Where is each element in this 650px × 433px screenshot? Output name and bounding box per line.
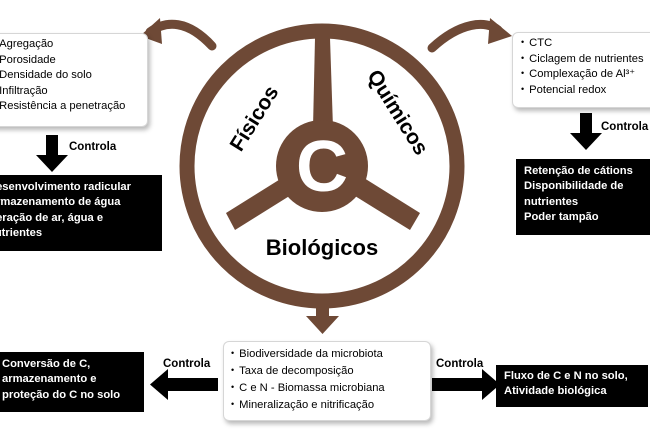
chemical-effect: Disponibilidade de bbox=[524, 180, 624, 193]
curve-arrow-right-head bbox=[488, 18, 512, 44]
biological-left-effect: proteção do C no solo bbox=[2, 388, 121, 401]
chemical-property: Potencial redox bbox=[521, 83, 650, 99]
chemical-effect: Poder tampão bbox=[524, 211, 599, 224]
sector-label-biologicos: Biológicos bbox=[266, 235, 378, 260]
center-letter: C bbox=[296, 127, 348, 207]
chemical-controls-label: Controla bbox=[601, 121, 649, 133]
biological-property: Biodiversidade da microbiota bbox=[231, 346, 430, 363]
chemical-property: CTC bbox=[521, 36, 650, 52]
physical-effect: Desenvolvimento radicular bbox=[0, 181, 132, 193]
sector-label-fisicos: Físicos bbox=[226, 82, 284, 156]
physical-controls-label: Controla bbox=[69, 141, 117, 153]
arrow-physical-down bbox=[36, 135, 68, 172]
chemical-effect: Retenção de cátions bbox=[524, 165, 633, 177]
physical-property: Porosidade bbox=[0, 53, 147, 69]
chemical-property: Ciclagem de nutrientes bbox=[521, 52, 650, 68]
biological-left-effects-box: Conversão de C, armazenamento e proteção… bbox=[0, 352, 144, 412]
biological-properties-box: Biodiversidade da microbiota Taxa de dec… bbox=[223, 341, 431, 421]
biological-property: Mineralização e nitrificação bbox=[231, 397, 430, 414]
chemical-property: Complexação de Al³⁺ bbox=[521, 67, 650, 83]
physical-property: Agregação bbox=[0, 37, 147, 53]
wheel-spokes bbox=[226, 38, 420, 230]
wheel-hub bbox=[276, 120, 368, 212]
arrow-chemical-down bbox=[570, 113, 602, 150]
physical-property: Densidade do solo bbox=[0, 68, 147, 84]
arrow-biological-left bbox=[150, 369, 218, 400]
arrow-biological-right bbox=[432, 369, 500, 400]
arrow-wheel-down bbox=[306, 303, 339, 334]
physical-property: Resistência a penetração bbox=[0, 99, 147, 115]
biological-left-effect: armazenamento e bbox=[2, 373, 97, 386]
biological-right-effect: Atividade biológica bbox=[504, 385, 607, 398]
chemical-properties-box: CTC Ciclagem de nutrientes Complexação d… bbox=[512, 32, 650, 108]
biological-right-effects-box: Fluxo de C e N no solo, Atividade biológ… bbox=[496, 365, 648, 407]
physical-effect: Armazenamento de água bbox=[0, 196, 121, 209]
biological-left-effect: Conversão de C, bbox=[2, 358, 91, 370]
biological-right-controls-label: Controla bbox=[436, 358, 484, 370]
chemical-effects-box: Retenção de cátions Disponibilidade de n… bbox=[516, 159, 650, 235]
physical-effects-box: Desenvolvimento radicular Armazenamento … bbox=[0, 175, 162, 251]
biological-right-effect: Fluxo de C e N no solo, bbox=[504, 370, 628, 382]
physical-property: Infiltração bbox=[0, 84, 147, 100]
physical-properties-box: Agregação Porosidade Densidade do solo I… bbox=[0, 33, 148, 127]
physical-effect: Aeração de ar, água e bbox=[0, 211, 104, 224]
physical-effect: nutrientes bbox=[0, 227, 43, 240]
biological-property: C e N - Biomassa microbiana bbox=[231, 380, 430, 397]
curve-arrow-right bbox=[427, 19, 503, 53]
wheel-ring bbox=[179, 23, 465, 309]
biological-property: Taxa de decomposição bbox=[231, 363, 430, 380]
biological-left-controls-label: Controla bbox=[163, 358, 211, 370]
chemical-effect: nutrientes bbox=[524, 195, 579, 208]
